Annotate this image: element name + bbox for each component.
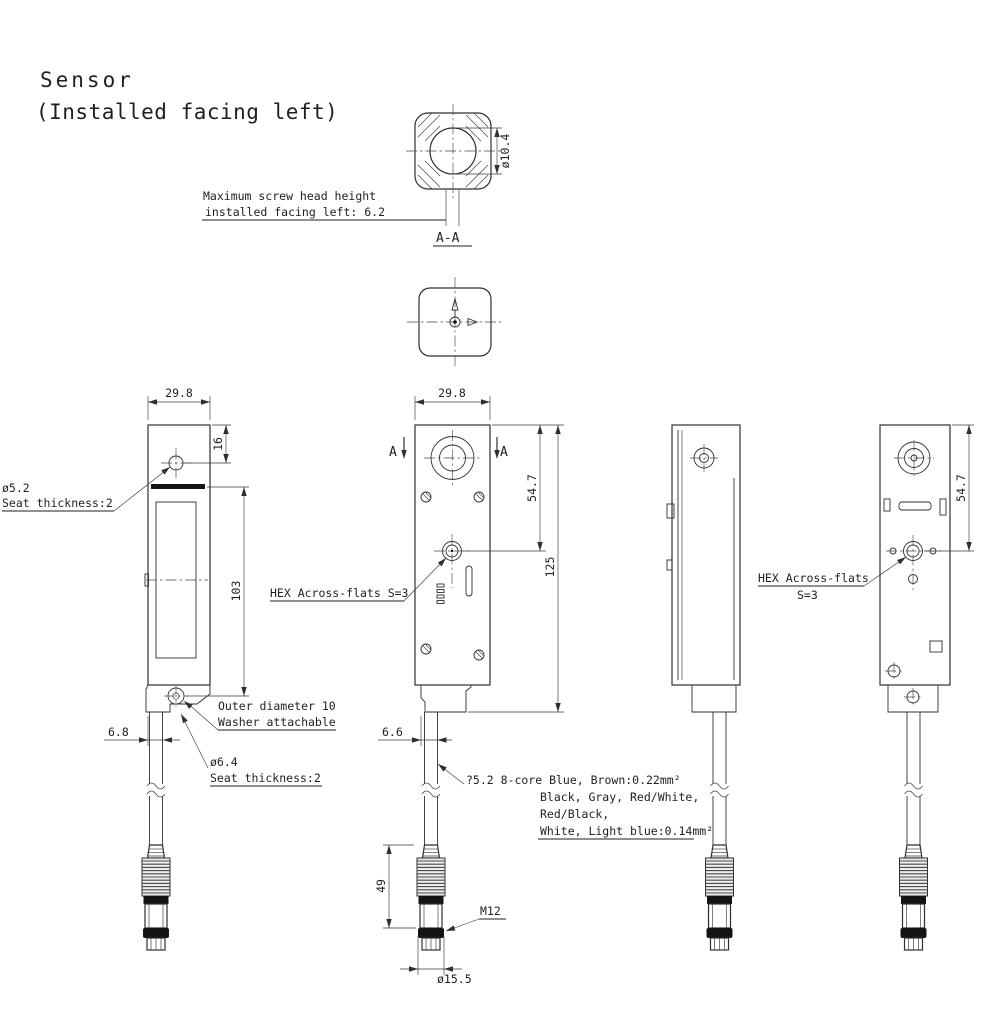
hex-note-rear-line1: HEX Across-flats [758,571,869,585]
dim-cable-offset-front: 6.6 [382,725,403,739]
top-plan-view [407,277,503,367]
section-marker-left: A [389,445,397,460]
profile-view-body [671,424,741,686]
rear-view-body [879,424,951,686]
dim-hex-offset-rear: 54.7 [954,474,968,502]
thread-note: M12 [480,904,501,918]
view-rear: 54.7 HEX Across-flats S=3 [758,424,974,951]
top-hole-note-line1: ø5.2 [2,481,30,495]
dim-width-left: 29.8 [165,386,193,400]
dim-connector-length: 49 [374,879,388,893]
mounting-foot-rear [887,685,939,713]
dim-connector-diameter: ø15.5 [437,972,472,986]
right-direction-arrow-icon [467,317,479,327]
dim-hole-offset: 16 [211,437,225,451]
m12-connector [898,844,929,951]
m12-connector [704,844,735,951]
title-block: Sensor (Installed facing left) [36,68,338,124]
hex-note-rear-line2: S=3 [797,588,818,602]
rear-slot [898,501,932,511]
left-view-body [147,424,211,686]
hex-note-front: HEX Across-flats S=3 [270,586,409,600]
sensor-slot [151,484,205,489]
cable-note-line4: White, Light blue:0.14mm² [540,824,713,838]
mounting-foot-front [420,685,472,713]
section-label: A-A [436,231,460,246]
mounting-foot [145,684,211,713]
screw-head-note-line2: installed facing left: 6.2 [205,205,385,219]
screw-head-note-line1: Maximum screw head height [203,189,376,203]
section-marker-right: A [500,445,508,460]
dim-cable-offset-left: 6.8 [108,725,129,739]
cable-note-line2: Black, Gray, Red/White, [540,790,699,804]
cable-note-line3: Red/Black, [540,807,609,821]
washer-note-line2: Washer attachable [218,715,336,729]
dim-width-front: 29.8 [438,386,466,400]
view-left-installed: 29.8 16 103 ø5.2 Seat thickne [2,386,336,951]
view-side-profile [666,424,741,951]
cable-note-line1: ?5.2 8-core Blue, Brown:0.22mm² [466,773,681,787]
dim-body-length: 103 [229,581,243,602]
drawing-subtitle: (Installed facing left) [36,100,338,124]
m12-connector [416,844,446,951]
mounting-foot-profile [691,685,737,713]
front-view-body [414,424,491,686]
bottom-hole-note-line1: ø6.4 [210,755,238,769]
side-latch [666,503,675,519]
dim-bore-diameter: ø10.4 [498,134,512,169]
m12-connector [141,844,171,951]
dim-overall-length: 125 [543,557,557,578]
side-notch [465,565,473,597]
top-hole-note-line2: Seat thickness:2 [2,496,113,510]
drawing-title: Sensor [40,68,134,92]
bottom-hole-note-line2: Seat thickness:2 [210,771,321,785]
dim-hex-offset: 54.7 [525,474,539,502]
view-front: 29.8 A A 54.7 [270,386,713,986]
section-aa-view: ø10.4 Maximum screw head height installe… [202,104,512,247]
washer-note-line1: Outer diameter 10 [218,699,336,713]
